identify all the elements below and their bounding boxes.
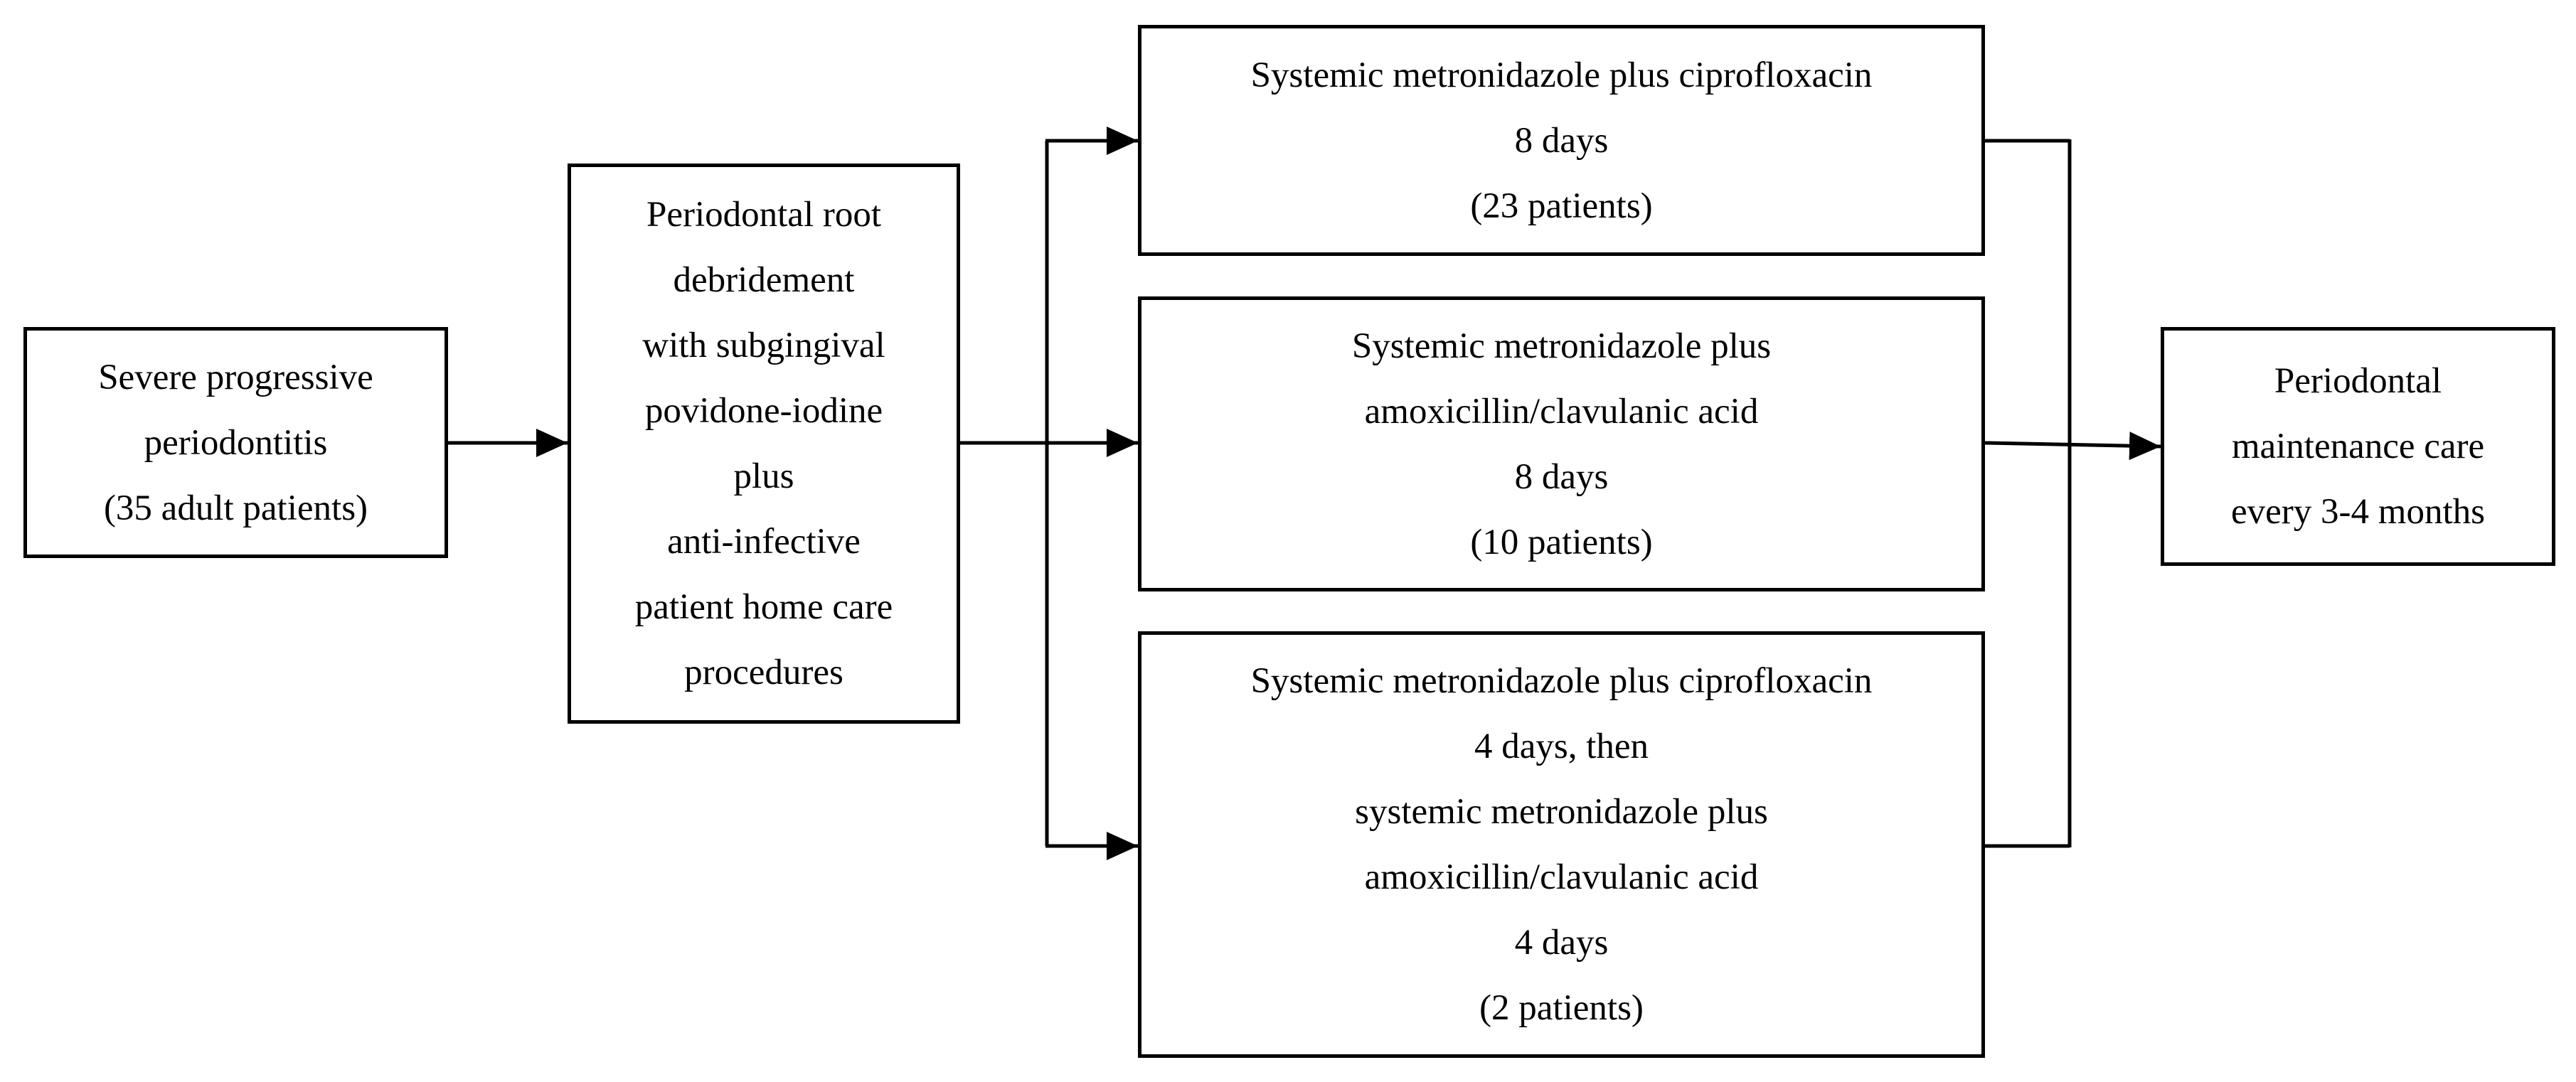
regimen-middle-line: (10 patients) (1470, 522, 1653, 562)
debridement-box-line: Periodontal root (646, 195, 882, 235)
start-box-line: periodontitis (144, 422, 328, 463)
debridement-box-line: procedures (684, 653, 843, 692)
regimen-middle-line: Systemic metronidazole plus (1351, 326, 1772, 366)
maintenance-box-line: every 3-4 months (2231, 492, 2485, 532)
regimen-top-line: (23 patients) (1470, 186, 1653, 226)
maintenance-box-line: maintenance care (2231, 427, 2485, 466)
debridement-box: Periodontal root debridement with subgin… (568, 164, 960, 724)
regimen-top-line: Systemic metronidazole plus ciprofloxaci… (1250, 55, 1873, 95)
debridement-box-line: povidone-iodine (644, 391, 883, 431)
arrow-to-maintenance (1984, 432, 2161, 461)
regimen-top-box: Systemic metronidazole plus ciprofloxaci… (1138, 25, 1985, 256)
regimen-middle-box: Systemic metronidazole plus amoxicillin/… (1138, 296, 1985, 591)
regimen-bottom-line: Systemic metronidazole plus ciprofloxaci… (1250, 661, 1873, 701)
debridement-box-line: with subgingival (642, 326, 885, 365)
debridement-box-line: plus (733, 456, 794, 496)
start-box-line: Severe progressive (98, 357, 373, 397)
maintenance-box: Periodontal maintenance care every 3-4 m… (2161, 327, 2555, 566)
start-box-line: (35 adult patients) (103, 488, 368, 528)
regimen-bottom-line: amoxicillin/clavulanic acid (1364, 857, 1759, 897)
regimen-bottom-line: systemic metronidazole plus (1355, 792, 1768, 832)
debridement-box-line: debridement (673, 260, 855, 300)
regimen-top-line: 8 days (1514, 120, 1609, 161)
debridement-box-line: anti-infective (667, 522, 861, 562)
maintenance-box-line: Periodontal (2274, 361, 2442, 401)
regimen-middle-line: amoxicillin/clavulanic acid (1364, 391, 1759, 432)
start-box: Severe progressive periodontitis (35 adu… (23, 327, 448, 558)
regimen-bottom-line: 4 days (1514, 923, 1609, 963)
regimen-bottom-line: (2 patients) (1479, 988, 1644, 1028)
debridement-box-line: patient home care (634, 587, 893, 627)
regimen-bottom-line: 4 days, then (1474, 727, 1649, 766)
regimen-bottom-box: Systemic metronidazole plus ciprofloxaci… (1138, 631, 1985, 1058)
regimen-middle-line: 8 days (1514, 456, 1609, 497)
